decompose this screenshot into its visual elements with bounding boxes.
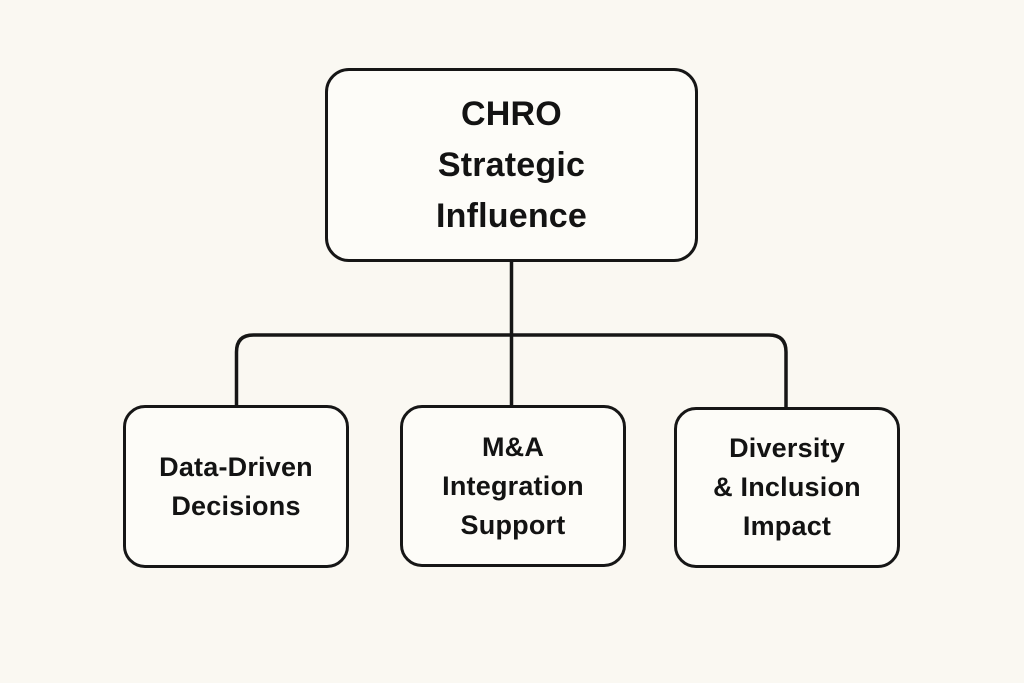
node-diversity-inclusion-impact: Diversity & Inclusion Impact	[674, 407, 900, 568]
node-chro-strategic-influence: CHRO Strategic Influence	[325, 68, 698, 262]
connector-left-branch	[234, 333, 512, 406]
node-label-line: Diversity	[729, 433, 845, 463]
node-label-line: & Inclusion	[713, 472, 861, 502]
node-label-line: CHRO	[461, 94, 562, 133]
node-ma-integration-support: M&A Integration Support	[400, 405, 626, 567]
node-label-line: M&A	[481, 431, 545, 462]
node-label-line: Integration	[442, 470, 584, 501]
node-label-line: Data-Driven	[159, 451, 313, 482]
node-data-driven-decisions: Data-Driven Decisions	[123, 405, 349, 568]
connector-right-branch	[511, 333, 788, 408]
node-label-line: Impact	[742, 511, 832, 541]
node-label-line: Support	[460, 509, 566, 540]
node-label-line: Influence	[435, 196, 588, 235]
node-label-line: Decisions	[171, 490, 301, 521]
node-label-line: Strategic	[437, 145, 586, 184]
